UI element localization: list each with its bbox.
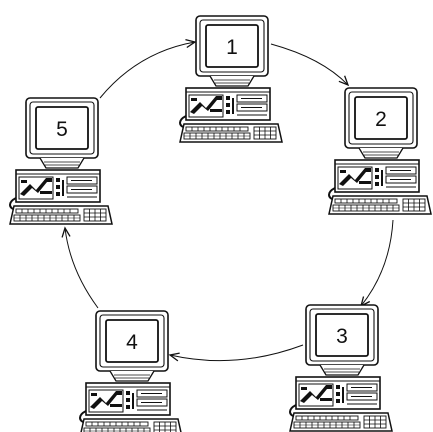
node-label-1: 1: [226, 36, 238, 59]
arrow-5-to-1: [99, 38, 197, 99]
computer-node-2: 2: [328, 87, 432, 215]
computer-node-4: 4: [79, 310, 183, 432]
computer-node-3: 3: [289, 304, 393, 432]
arrow-2-to-3: [359, 219, 394, 308]
arrow-1-to-2: [270, 43, 350, 87]
computer-node-5: 5: [9, 97, 113, 225]
ring-connections: [61, 38, 394, 362]
arrow-3-to-4: [168, 344, 304, 362]
node-label-4: 4: [126, 331, 138, 354]
node-label-2: 2: [375, 108, 387, 131]
node-label-3: 3: [336, 325, 348, 348]
arrow-4-to-5: [61, 226, 99, 309]
computer-node-1: 1: [179, 15, 283, 143]
node-label-5: 5: [56, 118, 68, 141]
